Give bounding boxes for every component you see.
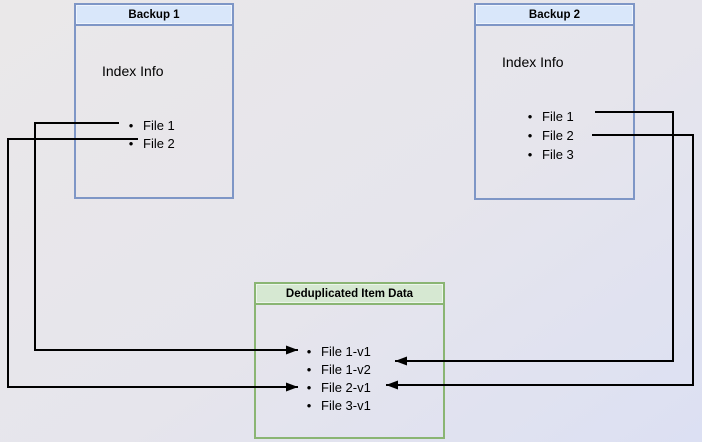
backup2-file-item: • File 3 [523,145,574,164]
dedup-item: • File 3-v1 [302,396,371,414]
dedup-item: • File 2-v1 [302,378,371,396]
dedup-title: Deduplicated Item Data [285,287,414,300]
backup2-file1-label: File 1 [542,109,574,124]
bullet-icon: • [527,109,533,124]
bullet-icon: • [306,379,312,395]
backup1-file-list: • File 1 • File 2 [124,116,175,152]
dedup-file2-v1-label: File 2-v1 [321,379,371,395]
dedup-file3-v1-label: File 3-v1 [321,397,371,413]
backup2-file3-label: File 3 [542,147,574,162]
bullet-icon: • [306,361,312,377]
backup2-header: Backup 2 [476,5,633,26]
dedup-item: • File 1-v2 [302,360,371,378]
backup1-file-item: • File 1 [124,116,175,134]
backup2-file2-label: File 2 [542,128,574,143]
backup1-file1-label: File 1 [143,117,175,133]
dedup-file1-v1-label: File 1-v1 [321,343,371,359]
backup1-index-info-label: Index Info [102,63,164,79]
backup1-file-item: • File 2 [124,134,175,152]
backup2-box: Backup 2 Index Info • File 1 • File 2 • … [474,3,635,200]
bullet-icon: • [128,117,134,133]
backup2-file-list: • File 1 • File 2 • File 3 [523,107,574,164]
backup1-header: Backup 1 [76,5,232,26]
bullet-icon: • [527,128,533,143]
dedup-header: Deduplicated Item Data [256,284,443,305]
backup2-index-info-label: Index Info [502,54,564,70]
bullet-icon: • [306,343,312,359]
backup1-box: Backup 1 Index Info • File 1 • File 2 [74,3,234,199]
backup2-file-item: • File 1 [523,107,574,126]
bullet-icon: • [306,397,312,413]
backup1-file2-label: File 2 [143,135,175,151]
dedup-file1-v2-label: File 1-v2 [321,361,371,377]
backup1-title: Backup 1 [128,8,180,21]
backup2-file-item: • File 2 [523,126,574,145]
bullet-icon: • [128,135,134,151]
dedup-item: • File 1-v1 [302,342,371,360]
backup2-title: Backup 2 [528,8,581,21]
dedup-box: Deduplicated Item Data • File 1-v1 • Fil… [254,282,445,439]
bullet-icon: • [527,147,533,162]
dedup-item-list: • File 1-v1 • File 1-v2 • File 2-v1 • Fi… [302,342,371,414]
